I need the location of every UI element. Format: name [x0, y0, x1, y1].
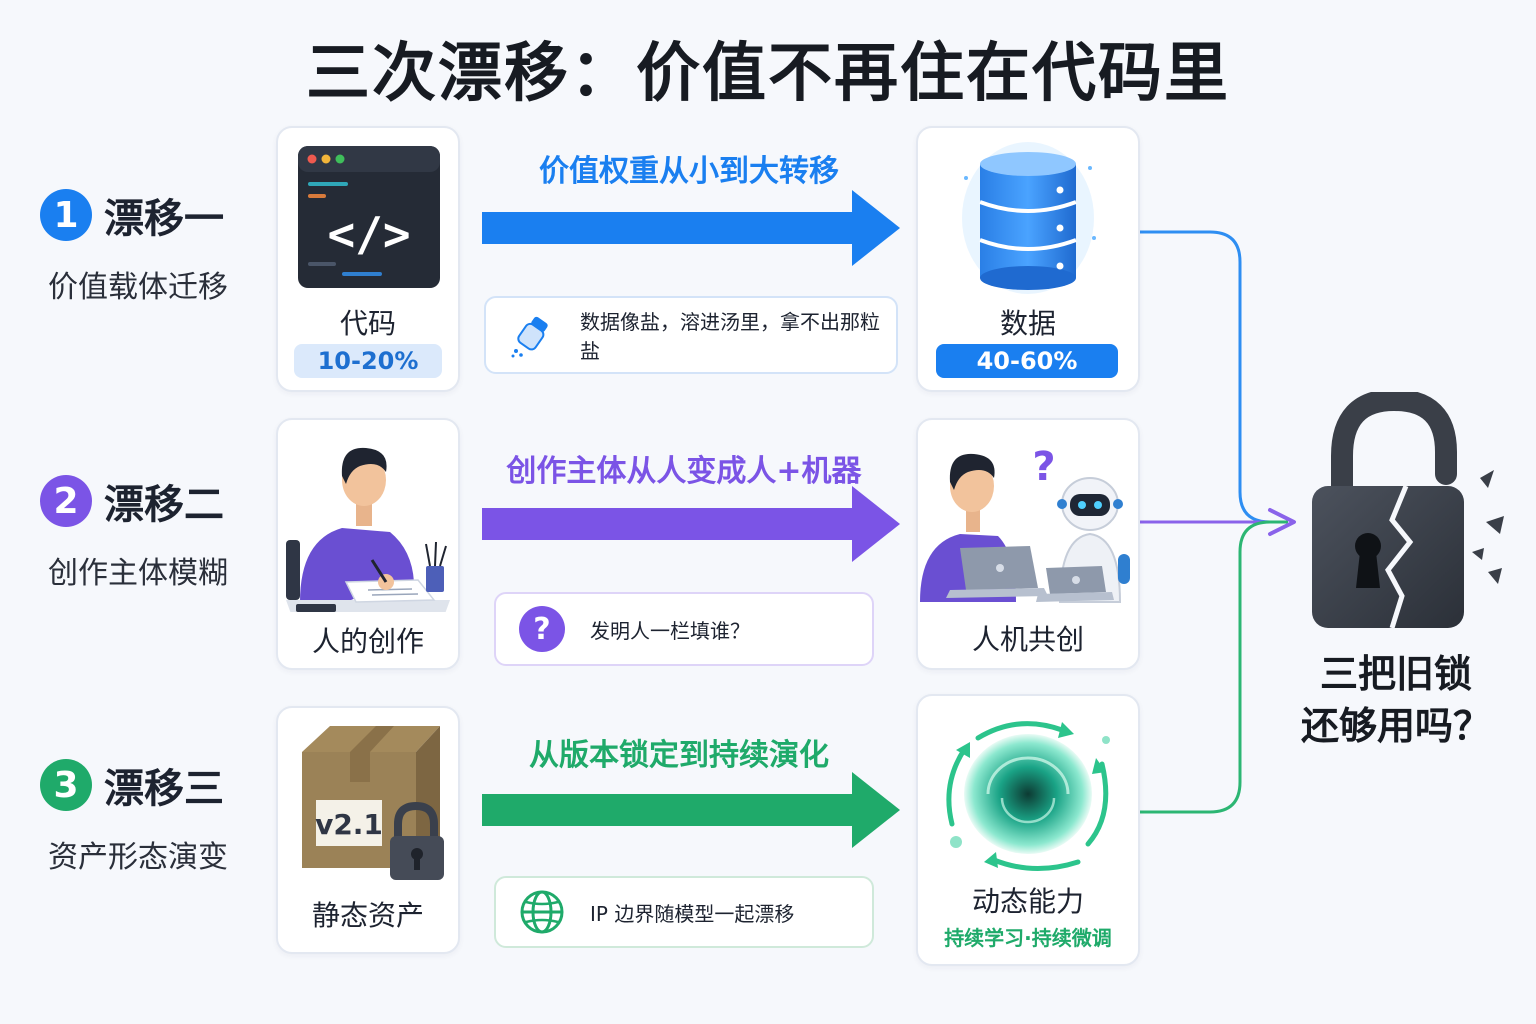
code-share-badge: 10-20% [294, 344, 442, 378]
vortex-icon [946, 721, 1110, 871]
row-name-2: 漂移二 [104, 482, 224, 528]
version-tag: v2.1 [315, 808, 383, 841]
note-ip-boundary-text: IP 边界随模型一起漂移 [590, 901, 795, 926]
page-title: 三次漂移：价值不再住在代码里 [306, 37, 1230, 111]
step-number-1: 1 [40, 189, 92, 241]
card-data: 数据 40-60% [916, 126, 1140, 392]
row-subtitle-1: 价值载体迁移 [48, 270, 228, 305]
arrow-title-2: 创作主体从人变成人+机器 [506, 454, 862, 489]
database-icon [962, 142, 1096, 294]
card-dynamic-capability: 动态能力 持续学习·持续微调 [916, 694, 1140, 966]
row-subtitle-3: 资产形态演变 [48, 840, 228, 875]
note-salt: 数据像盐，溶进汤里，拿不出那粒盐 [484, 296, 898, 374]
question-icon: ? [519, 606, 565, 652]
note-inventor: ? 发明人一栏填谁？ [494, 592, 874, 666]
card-data-label: 数据 [999, 307, 1056, 340]
broken-lock-icon [1312, 392, 1504, 629]
row-label-2: 2 漂移二 创作主体模糊 [40, 472, 228, 592]
arrow-title-1: 价值权重从小到大转移 [539, 154, 839, 189]
locked-box-icon: v2.1 [302, 726, 444, 880]
card-static-asset-label: 静态资产 [311, 899, 424, 932]
dynamic-capability-caption: 持续学习·持续微调 [944, 926, 1112, 950]
card-human-machine: ? 人机共创 [916, 418, 1140, 670]
card-static-asset: v2.1 静态资产 [276, 706, 460, 954]
step-number-2: 2 [40, 475, 92, 527]
arrow-title-3: 从版本锁定到持续演化 [529, 738, 829, 773]
row-label-3: 3 漂移三 资产形态演变 [40, 756, 228, 876]
card-code-label: 代码 [339, 307, 396, 340]
person-writing-icon [286, 447, 450, 612]
verdict-text: 三把旧锁 还够用吗？ [1296, 648, 1496, 752]
human-robot-icon: ? [920, 444, 1130, 603]
card-human-creation-label: 人的创作 [311, 625, 424, 658]
row-subtitle-2: 创作主体模糊 [48, 556, 228, 591]
step-number-3: 3 [40, 759, 92, 811]
card-human-creation: 人的创作 [276, 418, 460, 670]
code-window-icon: </> [298, 146, 440, 288]
note-salt-text: 数据像盐，溶进汤里，拿不出那粒盐 [580, 310, 880, 363]
arrow-3 [482, 772, 900, 848]
svg-text:?: ? [533, 612, 550, 647]
data-share-badge: 40-60% [936, 344, 1118, 378]
note-inventor-text: 发明人一栏填谁？ [590, 618, 750, 643]
globe-icon [520, 890, 564, 934]
arrow-2 [482, 486, 900, 562]
note-ip-boundary: IP 边界随模型一起漂移 [494, 876, 874, 948]
verdict-line-1: 三把旧锁 [1319, 652, 1472, 696]
svg-text:</>: </> [327, 207, 410, 261]
card-code: </> 代码 10-20% [276, 126, 460, 392]
card-human-machine-label: 人机共创 [971, 623, 1084, 656]
verdict-line-2: 还够用吗？ [1300, 704, 1491, 748]
row-name-3: 漂移三 [104, 766, 224, 812]
salt-shaker-icon [511, 316, 548, 358]
row-name-1: 漂移一 [104, 196, 224, 242]
robot-question-mark: ? [1032, 444, 1055, 490]
card-dynamic-capability-label: 动态能力 [971, 885, 1084, 918]
row-label-1: 1 漂移一 价值载体迁移 [40, 186, 228, 306]
arrow-1 [482, 190, 900, 266]
